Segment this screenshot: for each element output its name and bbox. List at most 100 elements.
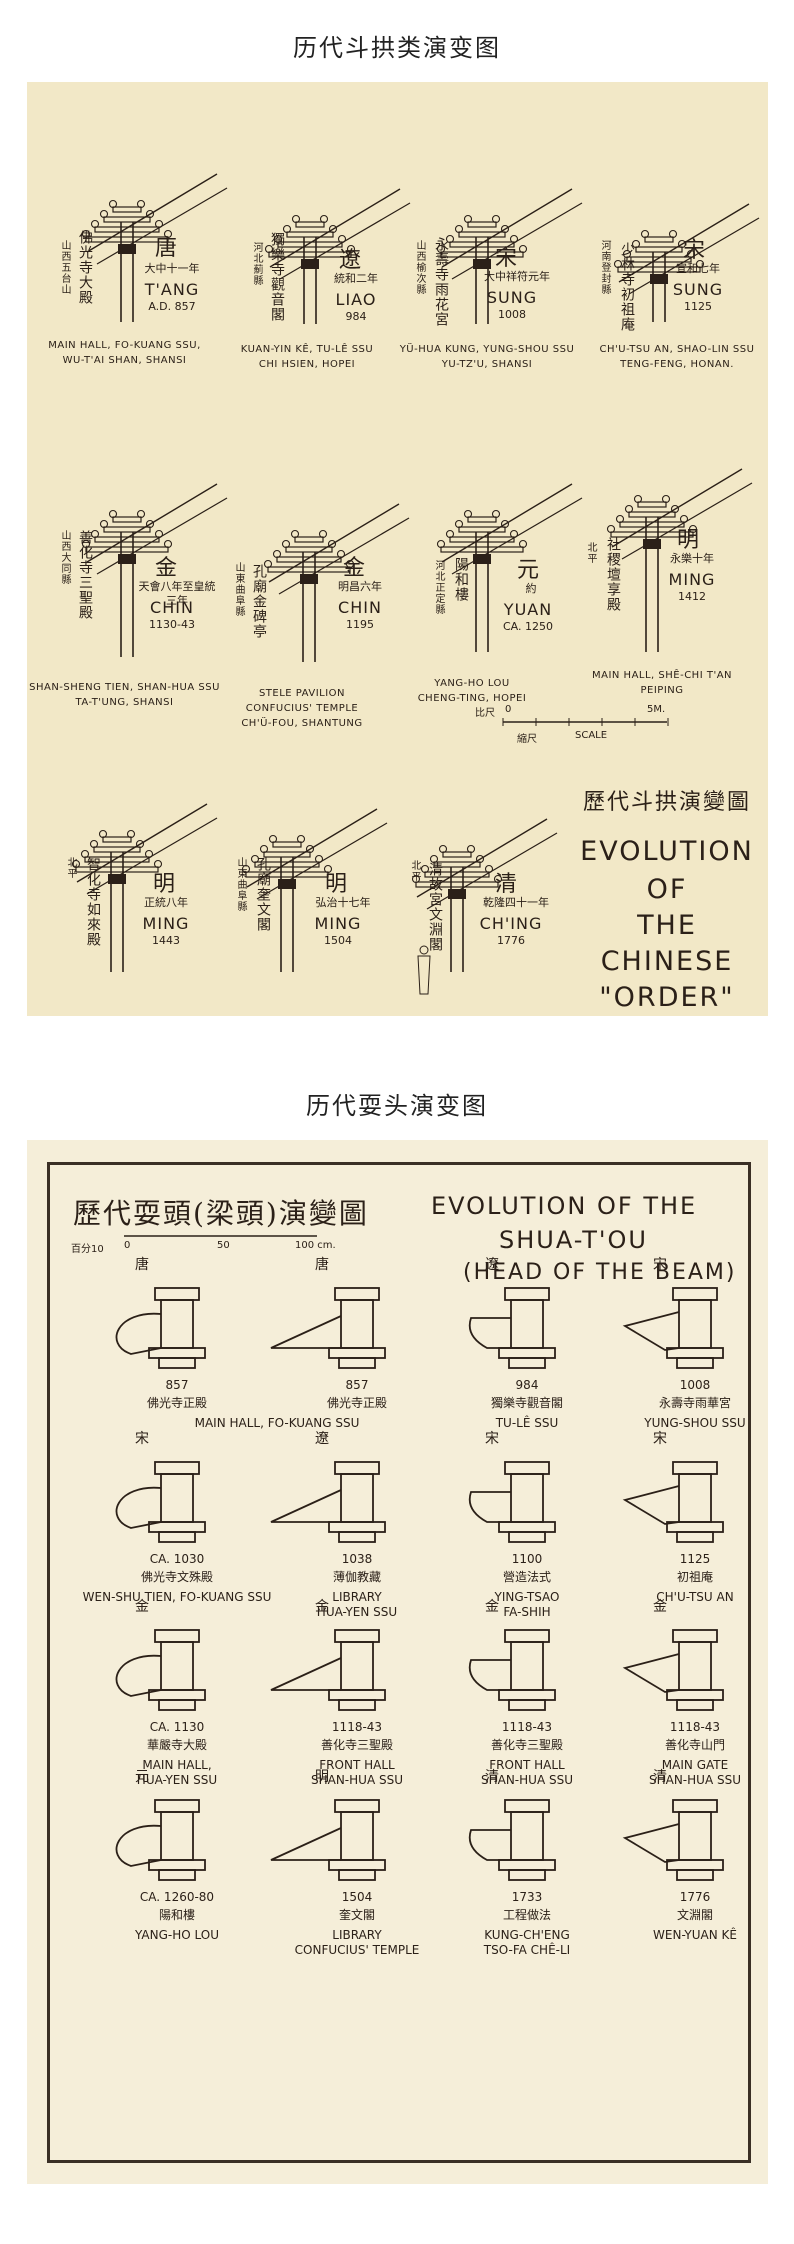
panel-frame — [47, 1162, 751, 2163]
shuatou-dynasty: 明 — [315, 1769, 329, 1785]
bracket-set-5 — [263, 503, 410, 662]
bracket-block — [71, 859, 81, 869]
date-2: 1008 — [498, 308, 526, 321]
bracket-block — [291, 214, 301, 224]
dynasty-chin-1: 金 — [155, 556, 178, 581]
roman-2: SUNG — [486, 288, 538, 307]
bracket-block — [145, 519, 155, 529]
bracket-set-4 — [81, 483, 228, 657]
shuatou-en: CONFUCIUS' TEMPLE — [294, 1943, 420, 1957]
bracket-arm — [245, 871, 329, 878]
bracket-arm — [619, 521, 685, 528]
place-cn-10: 北平 — [409, 860, 420, 882]
bracket-arm — [277, 241, 343, 248]
shuatou-cn: 營造法式 — [502, 1570, 551, 1584]
bracket-set-0 — [81, 173, 228, 322]
date-cn-2: 大中祥符元年 — [484, 270, 550, 283]
bracket-arm — [295, 221, 325, 228]
shuatou-scale-zero: 0 — [124, 1240, 131, 1251]
caption-5-a: STELE PAVILION — [258, 688, 346, 699]
bracket-arm — [433, 861, 481, 868]
rafter-line — [618, 203, 750, 283]
shuatou-en: MAIN GATE — [661, 1758, 729, 1772]
bracket-block — [493, 874, 503, 884]
order-title-en-4: CHINESE — [600, 946, 734, 977]
beam-head-profile — [270, 1827, 342, 1861]
shuatou-date: CA. 1130 — [149, 1720, 205, 1734]
bracket-arm — [276, 556, 342, 563]
bracket-arm — [103, 526, 151, 533]
place-cn-0: 山西五台山 — [59, 240, 70, 295]
dynasty-liao: 遼 — [339, 248, 362, 273]
dynasty-ming-2: 明 — [153, 872, 176, 897]
bracket-block — [81, 539, 91, 549]
beam-head-9 — [270, 1629, 386, 1711]
bracket-block — [500, 224, 510, 234]
bracket-block — [154, 219, 164, 229]
order-title-en-1: EVOLUTION — [580, 836, 754, 867]
shuatou-dynasty: 金 — [485, 1599, 499, 1615]
beam-head-14 — [468, 1799, 556, 1881]
shuatou-dynasty: 清 — [485, 1769, 499, 1785]
capital-block — [473, 259, 491, 269]
bracket-block — [631, 239, 641, 249]
beam-head-profile — [270, 1657, 342, 1691]
caption-2-a: YÜ-HUA KUNG, YUNG-SHOU SSU — [399, 344, 575, 355]
bracket-set-2 — [436, 188, 583, 324]
date-cn-8: 正統八年 — [144, 896, 188, 909]
bracket-arm — [254, 861, 320, 868]
bracket-block — [281, 539, 291, 549]
beam-head-6 — [468, 1461, 556, 1543]
base-block — [158, 1357, 196, 1369]
shuatou-dynasty: 金 — [315, 1599, 329, 1615]
date-cn-9: 弘治十七年 — [315, 896, 371, 909]
bracket-arm — [415, 881, 499, 888]
caption-3-a: CH'U-TSU AN, SHAO-LIN SSU — [599, 344, 755, 355]
bracket-block — [679, 514, 689, 524]
shuatou-scale-max: 100 cm. — [295, 1240, 336, 1251]
roman-6: YUAN — [503, 600, 553, 619]
rafter-line — [86, 483, 218, 563]
caption-5-b: CONFUCIUS' TEMPLE — [245, 703, 359, 714]
bracket-block — [466, 844, 476, 854]
shuatou-dynasty: 金 — [135, 1599, 149, 1615]
bracket-arm — [285, 546, 333, 553]
beam-head-1 — [270, 1287, 386, 1369]
rafter-line — [441, 483, 573, 563]
shuatou-en: HUA-YEN SSU — [136, 1773, 218, 1787]
place-cn-7: 北平 — [585, 542, 596, 564]
shuatou-en: FRONT HALL — [489, 1758, 565, 1772]
shuatou-date: 857 — [165, 1378, 189, 1392]
top-block — [334, 1629, 380, 1643]
date-4: 1130-43 — [149, 618, 195, 631]
top-block — [154, 1287, 200, 1301]
shuatou-dynasty: 宋 — [653, 1431, 667, 1447]
dynasty-ming-1: 明 — [677, 528, 700, 553]
lower-block — [328, 1689, 386, 1701]
bracket-arm — [449, 536, 515, 543]
shuatou-en: FA-SHIH — [503, 1605, 551, 1619]
caption-7-a: MAIN HALL, SHÊ-CHI T'AN — [591, 670, 733, 681]
date-3: 1125 — [684, 300, 712, 313]
roman-3: SUNG — [672, 280, 724, 299]
bracket-block — [263, 559, 273, 569]
building-cn-2: 永壽寺雨花宮 — [433, 237, 449, 327]
lower-block — [328, 1859, 386, 1871]
bracket-arm — [626, 256, 692, 263]
shuatou-en: HUA-YEN SSU — [316, 1605, 398, 1619]
date-cn-7: 永樂十年 — [670, 552, 714, 565]
bracket-block — [163, 539, 173, 549]
base-block — [676, 1357, 714, 1369]
roman-7: MING — [668, 570, 716, 589]
bottom-caption: 历代耍头演变图 — [306, 1092, 488, 1120]
bracket-block — [622, 249, 632, 259]
capital-block — [650, 274, 668, 284]
place-cn-9: 山東曲阜縣 — [235, 857, 246, 912]
bracket-block — [454, 519, 464, 529]
shuatou-cn: 文淵閣 — [676, 1908, 713, 1922]
top-block — [504, 1799, 550, 1813]
bracket-block — [345, 559, 355, 569]
date-cn-0: 大中十一年 — [144, 262, 200, 275]
capital-block — [643, 539, 661, 549]
shuatou-cn: 善化寺三聖殿 — [490, 1738, 563, 1752]
